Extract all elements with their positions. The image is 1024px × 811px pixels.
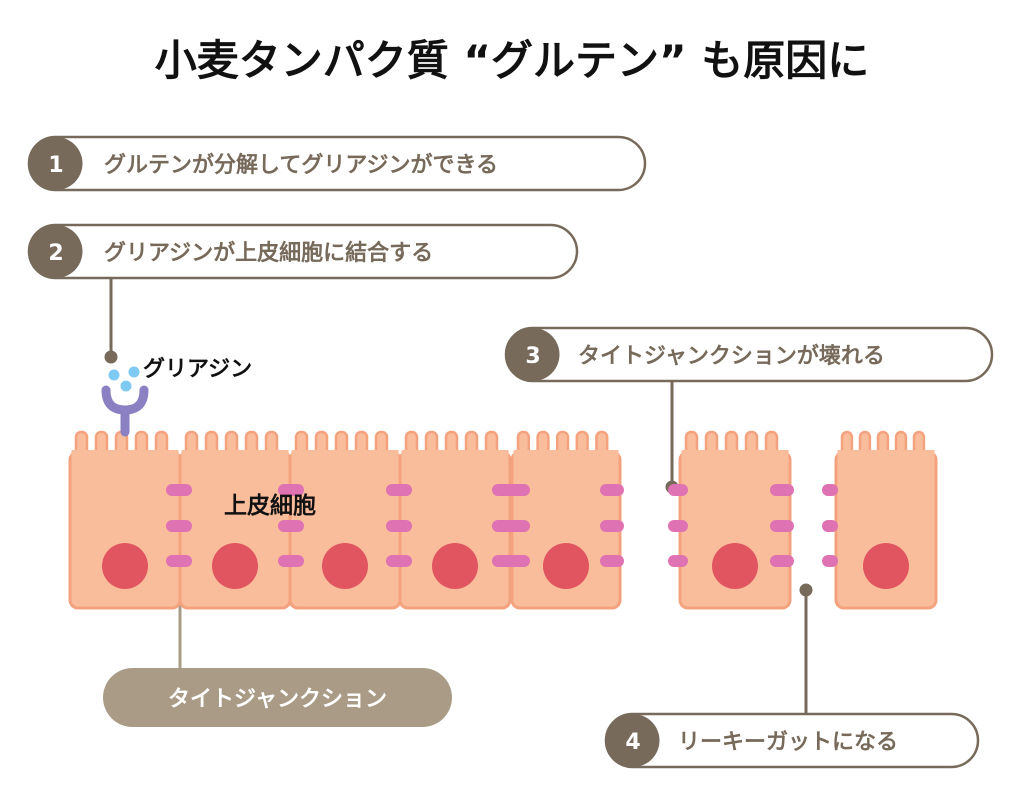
step-number: 4: [625, 730, 640, 755]
tight-junction: [166, 484, 192, 496]
connector-dot: [104, 350, 118, 364]
tight-junction-label: タイトジャンクション: [103, 668, 452, 727]
tight-junction: [770, 555, 794, 567]
tight-junction: [600, 484, 624, 496]
nucleus: [102, 543, 148, 589]
nucleus: [712, 543, 758, 589]
step-number: 1: [48, 153, 63, 178]
nucleus: [863, 543, 909, 589]
receptor-icon: [101, 385, 149, 437]
cell-top: [401, 450, 509, 462]
step-number: 2: [48, 241, 63, 266]
step-text: グルテンが分解してグリアジンができる: [104, 152, 498, 178]
tight-junction: [822, 484, 838, 496]
tight-junction: [278, 520, 304, 532]
tight-junction: [166, 555, 192, 567]
epithelial-cells-label: 上皮細胞: [224, 492, 316, 519]
nucleus: [322, 543, 368, 589]
tight-junction: [166, 520, 192, 532]
cell-top: [837, 450, 935, 462]
tight-junction: [492, 555, 530, 567]
tight-junction: [386, 555, 412, 567]
cell-top: [71, 450, 179, 462]
tight-junction: [822, 520, 838, 532]
step-text: タイトジャンクションが壊れる: [578, 343, 885, 369]
tight-junction: [386, 520, 412, 532]
connector-dot: [799, 583, 813, 597]
nucleus: [543, 543, 589, 589]
step-2-callout: 2 グリアジンが上皮細胞に結合する: [27, 223, 579, 280]
step-1-callout: 1 グルテンが分解してグリアジンができる: [27, 135, 647, 192]
cell-top: [513, 450, 619, 462]
nucleus: [432, 543, 478, 589]
gliadin-dots-icon: [108, 366, 140, 392]
cell-top: [291, 450, 399, 462]
tight-junction: [770, 484, 794, 496]
tight-junction: [492, 484, 530, 496]
tight-junction: [600, 555, 624, 567]
tight-junction: [278, 555, 304, 567]
tight-junction: [386, 484, 412, 496]
page-title: 小麦タンパク質 “グルテン” も原因に: [155, 36, 869, 85]
svg-text:タイトジャンクション: タイトジャンクション: [168, 687, 387, 712]
tight-junction: [822, 555, 838, 567]
step-number: 3: [525, 344, 540, 369]
step-3-callout: 3 タイトジャンクションが壊れる: [504, 326, 994, 383]
cell-top: [181, 450, 289, 462]
tight-junction: [668, 555, 688, 567]
tight-junction: [492, 520, 530, 532]
step-4-callout: 4 リーキーガットになる: [604, 712, 980, 769]
epithelial-cells: [68, 430, 938, 610]
cell-top: [681, 450, 789, 462]
tight-junction: [668, 520, 688, 532]
tight-junction: [600, 520, 624, 532]
nucleus: [212, 543, 258, 589]
tight-junction: [668, 484, 688, 496]
tight-junction: [770, 520, 794, 532]
step-text: グリアジンが上皮細胞に結合する: [104, 240, 433, 266]
gliadin-label: グリアジン: [143, 356, 252, 382]
step-text: リーキーガットになる: [678, 730, 898, 755]
tight-junction: [278, 484, 304, 496]
